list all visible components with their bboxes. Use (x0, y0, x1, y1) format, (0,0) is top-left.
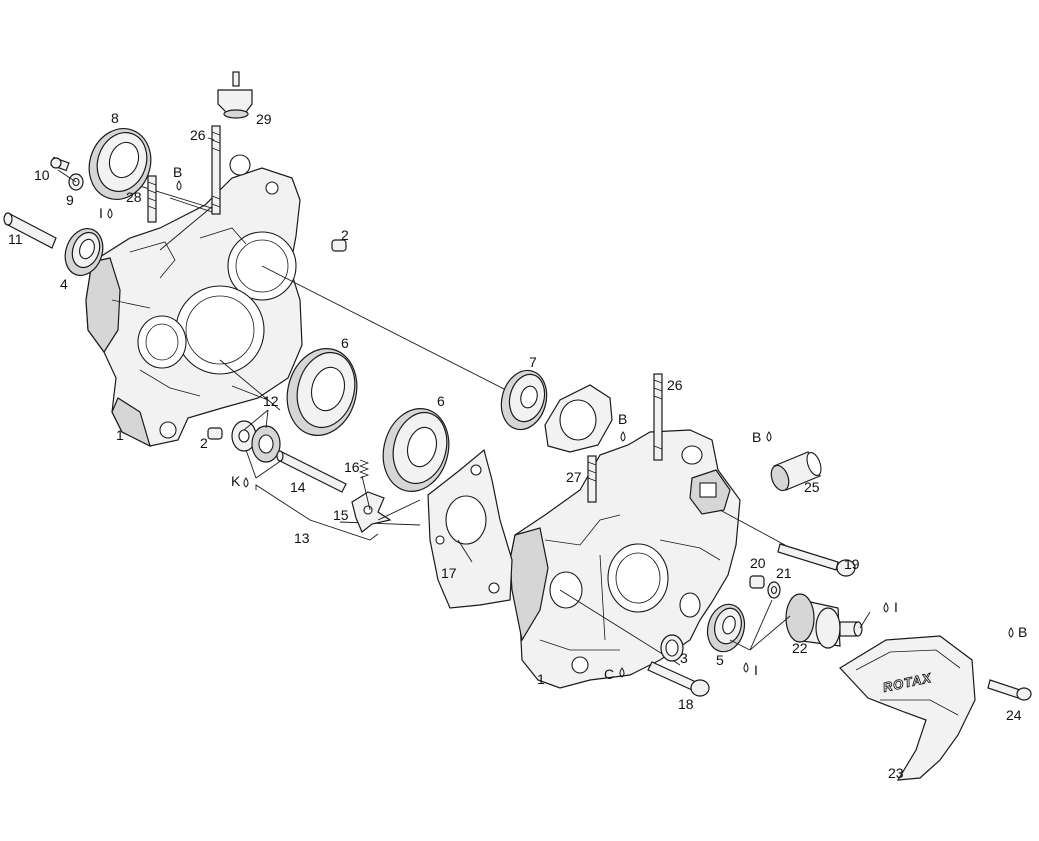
drop-icon (243, 477, 249, 488)
callout-25: 25 (804, 479, 820, 495)
drop-icon (766, 431, 772, 442)
washer-21 (767, 581, 781, 599)
bearing-6-lower (382, 407, 450, 493)
bolt-24 (987, 679, 1032, 701)
impeller-15 (351, 491, 392, 533)
callout-1: 1 (116, 427, 124, 443)
left-crankcase-half (85, 154, 303, 448)
fitting-29 (217, 71, 253, 119)
callout-2: 2 (341, 227, 349, 243)
callout-17: 17 (441, 565, 457, 581)
bearing-8 (88, 128, 152, 200)
drop-icon (743, 662, 749, 673)
callout-3: 3 (680, 650, 688, 666)
ring-3 (660, 634, 684, 662)
callout-26: 26 (667, 377, 683, 393)
spring-16 (358, 459, 370, 479)
seal-5 (706, 603, 746, 653)
callout-1: 1 (537, 671, 545, 687)
callout-28: 28 (126, 189, 142, 205)
right-crankcase-half (509, 429, 741, 689)
seal-4 (64, 228, 104, 276)
base-gasket (544, 384, 613, 453)
seal-12 (231, 420, 281, 463)
callout-23: 23 (888, 765, 904, 781)
callout-b: B (1018, 624, 1027, 640)
callout-5: 5 (716, 652, 724, 668)
callout-19: 19 (844, 556, 860, 572)
sleeve-25 (770, 451, 822, 492)
callout-22: 22 (792, 640, 808, 656)
drop-icon (176, 180, 182, 191)
drop-icon (619, 667, 625, 678)
callout-20: 20 (750, 555, 766, 571)
callout-b: B (618, 411, 627, 427)
bolt-18 (647, 661, 710, 697)
lubrication-drop-icons (107, 180, 1014, 678)
callout-13: 13 (294, 530, 310, 546)
callout-21: 21 (776, 565, 792, 581)
callout-c: C (604, 666, 614, 682)
callout-i: I (894, 599, 898, 615)
gasket-17 (427, 448, 513, 609)
callout-18: 18 (678, 696, 694, 712)
callout-b: B (752, 429, 761, 445)
callout-15: 15 (333, 507, 349, 523)
callout-7: 7 (529, 354, 537, 370)
callout-i: I (754, 662, 758, 678)
bearing-6-upper (286, 347, 358, 437)
callout-27: 27 (566, 469, 582, 485)
leader-lines (57, 137, 871, 651)
stud-27 (587, 455, 597, 503)
callout-i: I (99, 205, 103, 221)
callout-k: K (231, 473, 241, 489)
callout-14: 14 (290, 479, 306, 495)
bolt-19 (777, 543, 856, 577)
callout-9: 9 (66, 192, 74, 208)
callout-4: 4 (60, 276, 68, 292)
callout-16: 16 (344, 459, 360, 475)
bearing-7 (500, 369, 548, 431)
callout-29: 29 (256, 111, 272, 127)
stud-28 (147, 175, 157, 223)
callout-24: 24 (1006, 707, 1022, 723)
bushing-20 (749, 575, 765, 589)
callout-12: 12 (263, 393, 279, 409)
cover-23: ROTAX (839, 635, 976, 781)
drop-icon (620, 431, 626, 442)
callout-2: 2 (200, 435, 208, 451)
drop-icon (883, 602, 889, 613)
dowel-2-upper (331, 239, 347, 252)
callout-26: 26 (190, 127, 206, 143)
dowel-2-lower (207, 427, 223, 440)
callout-11: 11 (8, 231, 23, 247)
stud-26-right (653, 373, 663, 461)
drop-icon (107, 208, 113, 219)
shaft-11 (3, 212, 57, 249)
callout-6: 6 (437, 393, 445, 409)
callout-6: 6 (341, 335, 349, 351)
starter-gear-22 (785, 593, 863, 649)
stud-26-left (211, 125, 221, 215)
callout-b: B (173, 164, 182, 180)
shaft-14 (276, 450, 347, 493)
drop-icon (1008, 627, 1014, 638)
callout-8: 8 (111, 110, 119, 126)
callout-labels: 8 10 9 26 29 B 28 I 11 4 2 6 12 1 2 K 14… (8, 110, 1027, 781)
callout-10: 10 (34, 167, 50, 183)
screw-10 (50, 156, 70, 172)
